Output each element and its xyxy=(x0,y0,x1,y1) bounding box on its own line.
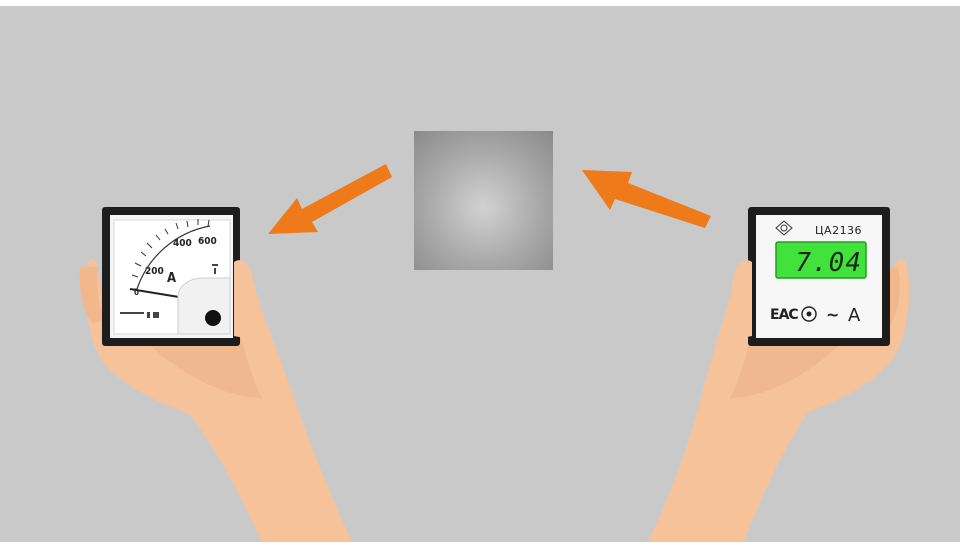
eac-mark: ЕАС xyxy=(770,307,798,323)
scale-label-400: 400 xyxy=(173,238,192,249)
certification-icon xyxy=(801,306,817,322)
illustration-scene: 200 400 600 0 A xyxy=(0,6,960,542)
scale-label-zero: 0 xyxy=(134,288,139,297)
ac-symbol: ~ xyxy=(826,305,839,324)
digital-ammeter: ЦА2136 7.04 ЕАС ~ A xyxy=(748,207,890,346)
left-hand xyxy=(79,259,352,542)
unit-label: A xyxy=(167,271,176,286)
lcd-screen xyxy=(775,241,867,279)
model-label: ЦА2136 xyxy=(815,224,862,237)
illustration-svg: 200 400 600 0 A xyxy=(79,164,910,542)
analog-ammeter: 200 400 600 0 A xyxy=(102,207,240,346)
gray-gradient-square xyxy=(414,131,553,270)
zero-adjust-knob xyxy=(205,310,221,326)
right-hand-fingers-front xyxy=(731,260,752,338)
left-hand-fingers-front xyxy=(234,260,255,338)
meter-needle xyxy=(129,288,186,299)
lcd-reading: 7.04 xyxy=(795,248,862,278)
manufacturer-logo-icon xyxy=(775,220,793,236)
scale-label-600: 600 xyxy=(198,236,217,247)
arrow-left-icon xyxy=(268,164,392,234)
arrow-right-icon xyxy=(582,170,711,228)
ampere-symbol: A xyxy=(848,305,861,326)
scale-label-200: 200 xyxy=(145,266,164,277)
